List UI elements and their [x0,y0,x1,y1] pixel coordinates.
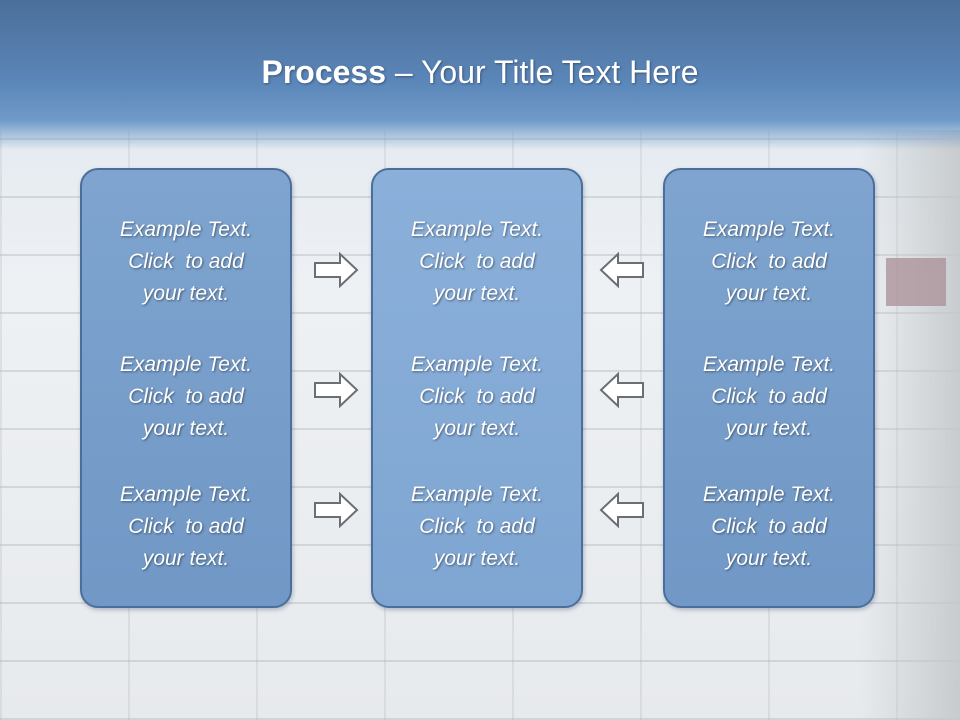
right-arrow-icon [314,251,359,289]
process-box-center[interactable]: Example Text. Click to add your text. Ex… [371,168,583,608]
text-block[interactable]: Example Text. Click to add your text. [665,349,873,445]
text-line: your text. [433,417,521,440]
text-block[interactable]: Example Text. Click to add your text. [82,214,290,310]
text-block[interactable]: Example Text. Click to add your text. [373,349,581,445]
left-arrow-icon [599,251,644,289]
concrete-edge [860,130,960,720]
text-line: Click to add [419,250,535,273]
title-banner [0,0,960,150]
text-block[interactable]: Example Text. Click to add your text. [82,479,290,575]
text-line: Click to add [711,515,827,538]
text-line: Click to add [128,515,244,538]
text-line: Example Text. [410,218,544,241]
text-block[interactable]: Example Text. Click to add your text. [665,214,873,310]
text-line: Click to add [711,250,827,273]
text-block[interactable]: Example Text. Click to add your text. [665,479,873,575]
text-line: Example Text. [119,483,253,506]
process-box-left[interactable]: Example Text. Click to add your text. Ex… [80,168,292,608]
text-line: Example Text. [410,483,544,506]
text-line: your text. [433,547,521,570]
text-block[interactable]: Example Text. Click to add your text. [373,214,581,310]
text-line: your text. [433,282,521,305]
text-line: your text. [142,282,230,305]
text-line: your text. [725,547,813,570]
process-box-right[interactable]: Example Text. Click to add your text. Ex… [663,168,875,608]
right-arrow-icon [314,491,359,529]
text-line: Example Text. [410,353,544,376]
text-line: Click to add [419,385,535,408]
title-rest: – Your Title Text Here [386,54,699,90]
left-arrow-icon [599,491,644,529]
text-line: Example Text. [119,353,253,376]
text-line: your text. [142,417,230,440]
text-line: Click to add [128,385,244,408]
left-arrow-icon [599,371,644,409]
right-arrow-icon [314,371,359,409]
text-line: your text. [725,282,813,305]
text-line: Example Text. [119,218,253,241]
title-bold: Process [261,54,387,90]
wall-patch [886,258,946,306]
text-block[interactable]: Example Text. Click to add your text. [373,479,581,575]
text-line: Click to add [419,515,535,538]
text-line: Example Text. [702,218,836,241]
text-line: Click to add [128,250,244,273]
slide-title[interactable]: Process – Your Title Text Here [0,54,960,91]
text-block[interactable]: Example Text. Click to add your text. [82,349,290,445]
text-line: your text. [142,547,230,570]
text-line: your text. [725,417,813,440]
text-line: Click to add [711,385,827,408]
text-line: Example Text. [702,353,836,376]
text-line: Example Text. [702,483,836,506]
